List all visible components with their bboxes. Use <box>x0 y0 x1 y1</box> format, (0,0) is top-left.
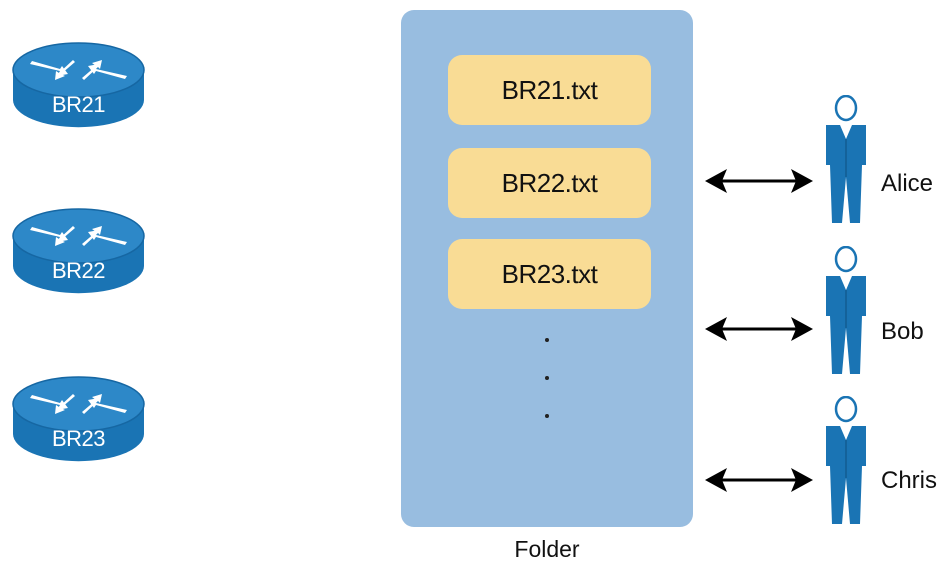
ellipsis-dot <box>545 338 549 342</box>
user-icon <box>826 246 866 374</box>
ellipsis-dot <box>545 414 549 418</box>
file-br23: BR23.txt <box>448 239 651 309</box>
user-alice <box>816 95 876 227</box>
user-name: Bob <box>881 318 924 345</box>
ellipsis-dot <box>545 376 549 380</box>
router-label: BR22 <box>51 258 106 283</box>
folder-label: Folder <box>514 536 580 562</box>
double-arrow-icon <box>703 314 815 344</box>
router-br21: BR21 <box>10 30 147 132</box>
user-name: Alice <box>881 170 934 197</box>
user-icon <box>826 95 866 223</box>
router-icon <box>12 208 145 294</box>
user-name: Chris <box>881 467 938 494</box>
double-arrow-icon <box>703 166 815 196</box>
router-br22: BR22 <box>10 196 147 298</box>
file-br22: BR22.txt <box>448 148 651 218</box>
router-icon <box>12 42 145 128</box>
router-icon <box>12 376 145 462</box>
router-label: BR23 <box>51 426 106 451</box>
router-label: BR21 <box>51 92 106 117</box>
shared-folder: BR21.txt BR22.txt BR23.txt <box>401 10 693 527</box>
user-chris <box>816 396 876 528</box>
router-br23: BR23 <box>10 364 147 466</box>
user-icon <box>826 396 866 524</box>
user-bob <box>816 246 876 378</box>
double-arrow-icon <box>703 465 815 495</box>
file-br21: BR21.txt <box>448 55 651 125</box>
